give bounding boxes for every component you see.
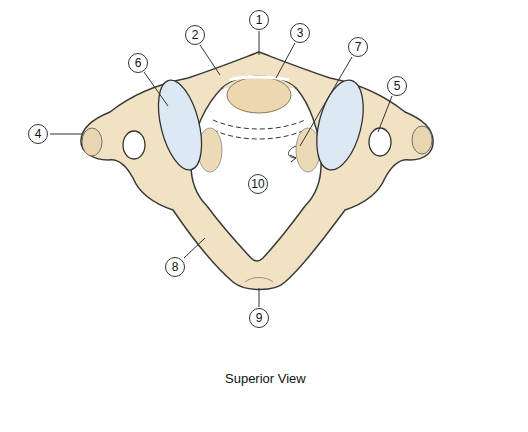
posterior-tubercle (245, 278, 273, 283)
callout-number: 7 (348, 37, 368, 57)
callout-number: 1 (249, 10, 269, 30)
transverse-foramen (369, 128, 391, 156)
callout-number: 4 (28, 124, 48, 144)
facet-rim (229, 77, 289, 80)
articular-facet (150, 76, 209, 174)
callout-number: 10 (248, 174, 268, 194)
figure-caption: Superior View (225, 371, 306, 386)
transverse-tip (412, 126, 432, 154)
ligament-line (213, 120, 305, 129)
leader-lines (50, 31, 392, 307)
articular-facet (308, 75, 371, 174)
ligament-line (213, 130, 305, 139)
transverse-tip (82, 128, 102, 156)
transverse-foramen (123, 131, 145, 159)
dens-facet (227, 77, 291, 113)
callout-number: 8 (165, 257, 185, 277)
callout-number: 6 (128, 53, 148, 73)
tubercle (296, 128, 320, 172)
rotation-arrow (290, 155, 296, 162)
callout-number: 5 (387, 76, 407, 96)
callout-number: 2 (185, 25, 205, 45)
atlas-bone (81, 52, 433, 290)
callout-number: 3 (290, 23, 310, 43)
callout-number: 9 (249, 308, 269, 328)
